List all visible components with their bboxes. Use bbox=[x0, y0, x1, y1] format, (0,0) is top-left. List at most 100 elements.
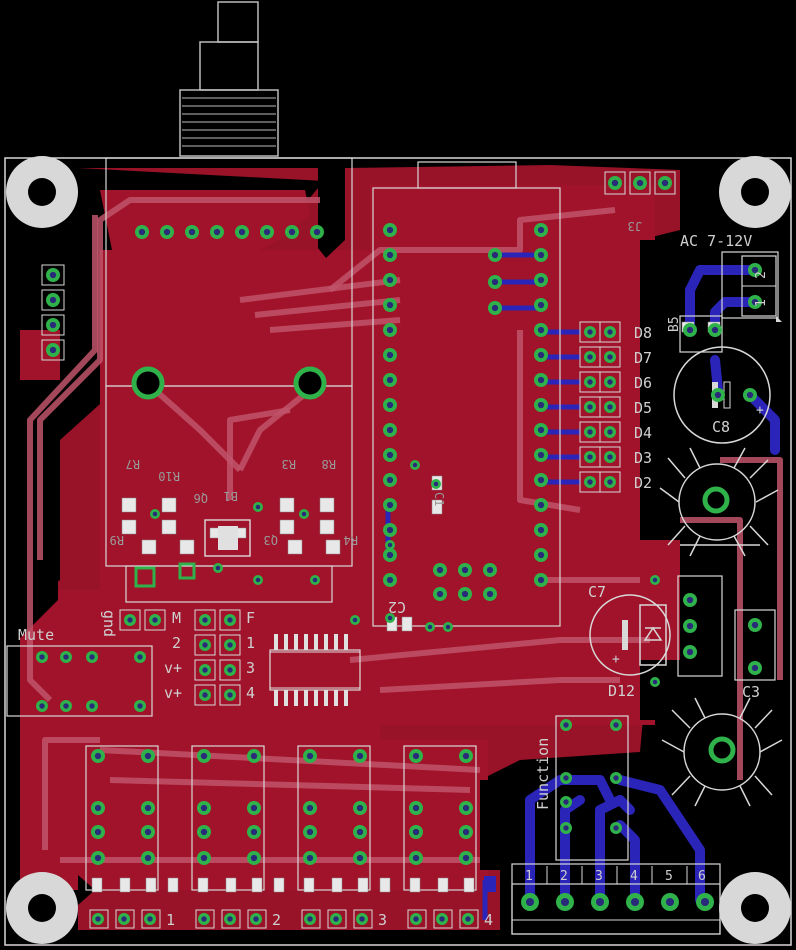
pad-drill bbox=[137, 654, 143, 660]
pad-drill bbox=[686, 622, 694, 630]
pin-4-label: 4 bbox=[246, 684, 255, 702]
pad-drill bbox=[491, 304, 499, 312]
pad-drill bbox=[202, 642, 208, 648]
pad-drill bbox=[213, 228, 221, 236]
pad-outline bbox=[194, 634, 216, 656]
channel-label: 3 bbox=[378, 911, 387, 929]
pad-drill bbox=[595, 897, 605, 907]
terminal-1-label: 1 bbox=[754, 299, 769, 307]
r4-label: R4 bbox=[344, 533, 358, 547]
pad-drill bbox=[587, 354, 593, 360]
pad-drill bbox=[746, 391, 754, 399]
mounting-hole-top-right bbox=[719, 156, 791, 228]
pad-drill bbox=[144, 828, 152, 836]
pad-drill bbox=[587, 404, 593, 410]
pad-drill bbox=[537, 301, 545, 309]
pad-drill bbox=[386, 351, 394, 359]
r9-label: R9 bbox=[110, 533, 124, 547]
pad-drill bbox=[413, 916, 419, 922]
pad-drill bbox=[89, 703, 95, 709]
function-label: Function bbox=[534, 738, 552, 810]
pad-drill bbox=[537, 526, 545, 534]
pad-drill bbox=[412, 828, 420, 836]
vplus-a-label: v+ bbox=[164, 659, 182, 677]
pad-drill bbox=[356, 752, 364, 760]
terminal-number-label: 6 bbox=[698, 869, 706, 884]
pad-drill bbox=[563, 722, 569, 728]
pad-drill bbox=[386, 226, 394, 234]
large-pads bbox=[131, 366, 736, 764]
pad-outline bbox=[221, 909, 241, 929]
pad-drill bbox=[253, 916, 259, 922]
pad-drill bbox=[436, 566, 444, 574]
terminal-number-label: 1 bbox=[525, 869, 533, 884]
pad-drill bbox=[491, 251, 499, 259]
pad-outline bbox=[115, 909, 135, 929]
terminal-number-label: 5 bbox=[665, 869, 673, 884]
r8-label: R8 bbox=[322, 457, 336, 471]
pad-drill bbox=[607, 454, 613, 460]
pad-drill bbox=[94, 828, 102, 836]
pad-drill bbox=[95, 916, 101, 922]
pad-outline bbox=[247, 909, 267, 929]
silkscreen-outlines bbox=[6, 157, 779, 935]
digital-pin-label-d7: D7 bbox=[634, 349, 652, 367]
pad-drill bbox=[686, 596, 694, 604]
pad-outline bbox=[89, 909, 109, 929]
through-hole-pads bbox=[36, 171, 762, 929]
pad-drill bbox=[491, 278, 499, 286]
pad-drill bbox=[427, 624, 433, 630]
pad-drill bbox=[386, 276, 394, 284]
pad-drill bbox=[313, 228, 321, 236]
pad-drill bbox=[714, 391, 722, 399]
pad-outline bbox=[194, 609, 216, 631]
pad-drill bbox=[356, 828, 364, 836]
pad-drill bbox=[49, 321, 57, 329]
pad-outline bbox=[599, 446, 621, 468]
pad-drill bbox=[144, 804, 152, 812]
pad-drill bbox=[630, 897, 640, 907]
pad-drill bbox=[94, 854, 102, 862]
diode-d12 bbox=[639, 604, 667, 666]
pad-outline bbox=[301, 909, 321, 929]
pad-drill bbox=[356, 804, 364, 812]
capacitor-c7: + bbox=[589, 594, 671, 676]
m-label: M bbox=[172, 609, 181, 627]
pad-drill bbox=[137, 703, 143, 709]
mounting-hole-top-left bbox=[6, 156, 78, 228]
pad-drill bbox=[587, 479, 593, 485]
pad-drill bbox=[356, 854, 364, 862]
digital-pin-label-d6: D6 bbox=[634, 374, 652, 392]
pad-outline bbox=[219, 634, 241, 656]
pad-outline bbox=[599, 346, 621, 368]
vplus-b-label: v+ bbox=[164, 684, 182, 702]
potentiometer-body bbox=[179, 1, 279, 157]
pin-3-label: 3 bbox=[246, 659, 255, 677]
pad-drill bbox=[537, 551, 545, 559]
pad-drill bbox=[250, 752, 258, 760]
pad-drill bbox=[661, 179, 669, 187]
pad-drill bbox=[152, 617, 158, 623]
pad-drill bbox=[462, 854, 470, 862]
q6-label: Q6 bbox=[194, 491, 208, 505]
pad-drill bbox=[537, 351, 545, 359]
pad-drill bbox=[563, 825, 569, 831]
pad-drill bbox=[200, 804, 208, 812]
pad-drill bbox=[412, 752, 420, 760]
pad-drill bbox=[386, 476, 394, 484]
pad-drill bbox=[537, 501, 545, 509]
board-outline bbox=[4, 157, 792, 946]
heatsink-bottom bbox=[661, 697, 783, 807]
pad-drill bbox=[352, 617, 358, 623]
terminal-number-label: 4 bbox=[630, 869, 638, 884]
pad-drill bbox=[152, 511, 158, 517]
pad-drill bbox=[465, 916, 471, 922]
pad-drill bbox=[563, 775, 569, 781]
pad-drill bbox=[89, 654, 95, 660]
pad-drill bbox=[386, 551, 394, 559]
pad-drill bbox=[94, 752, 102, 760]
pad-drill bbox=[587, 429, 593, 435]
power-label: AC 7-12V bbox=[680, 232, 752, 250]
pad-outline bbox=[459, 909, 479, 929]
